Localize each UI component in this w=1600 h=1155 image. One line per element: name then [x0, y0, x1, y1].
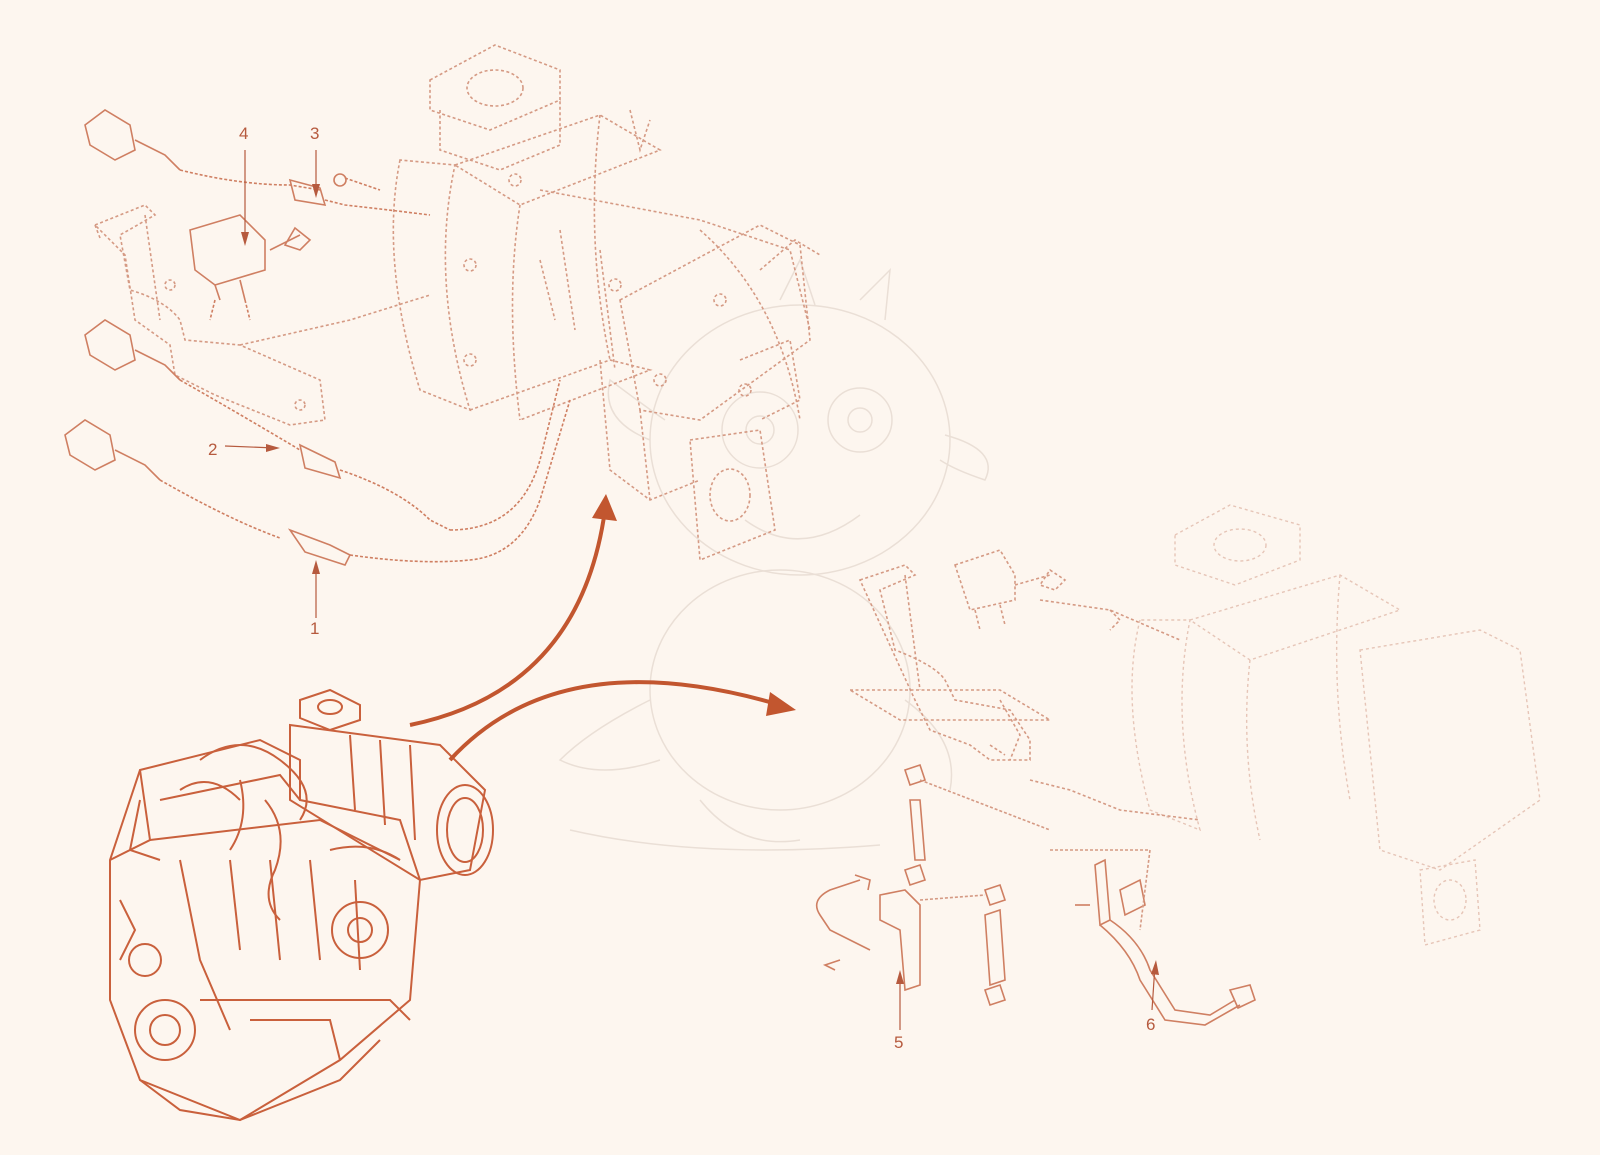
callout-3: 3	[310, 124, 319, 143]
callout-leaders-upper	[224, 150, 320, 618]
sensor-2-harness	[84, 319, 561, 531]
pipe-assembly-5	[815, 763, 1051, 1007]
callout-6: 6	[1146, 1015, 1155, 1034]
callout-leaders-lower	[896, 960, 1159, 1030]
exhaust-aftertreatment-unit	[392, 44, 821, 562]
exhaust-aftertreatment-unit-lower	[1131, 504, 1541, 946]
sensor-mounting-bracket	[93, 204, 431, 426]
callout-5: 5	[894, 1033, 903, 1052]
lower-exploded-view: 5 6	[815, 504, 1541, 1052]
sensor-1-harness	[64, 399, 571, 566]
sensor-3-harness	[84, 109, 431, 216]
callout-4: 4	[239, 124, 248, 143]
mascot-watermark-icon	[558, 258, 989, 851]
callout-2: 2	[208, 440, 217, 459]
callout-1: 1	[310, 619, 319, 638]
curved-arrow-icon	[409, 494, 617, 727]
bracket-lower	[847, 549, 1201, 821]
pressure-sensor-4	[189, 214, 312, 321]
engine-illustration-icon	[109, 688, 494, 1122]
pipe-6	[1050, 849, 1256, 1026]
curved-arrow-right-icon	[448, 680, 796, 762]
upper-exploded-view: 1 2 3 4	[64, 44, 821, 638]
